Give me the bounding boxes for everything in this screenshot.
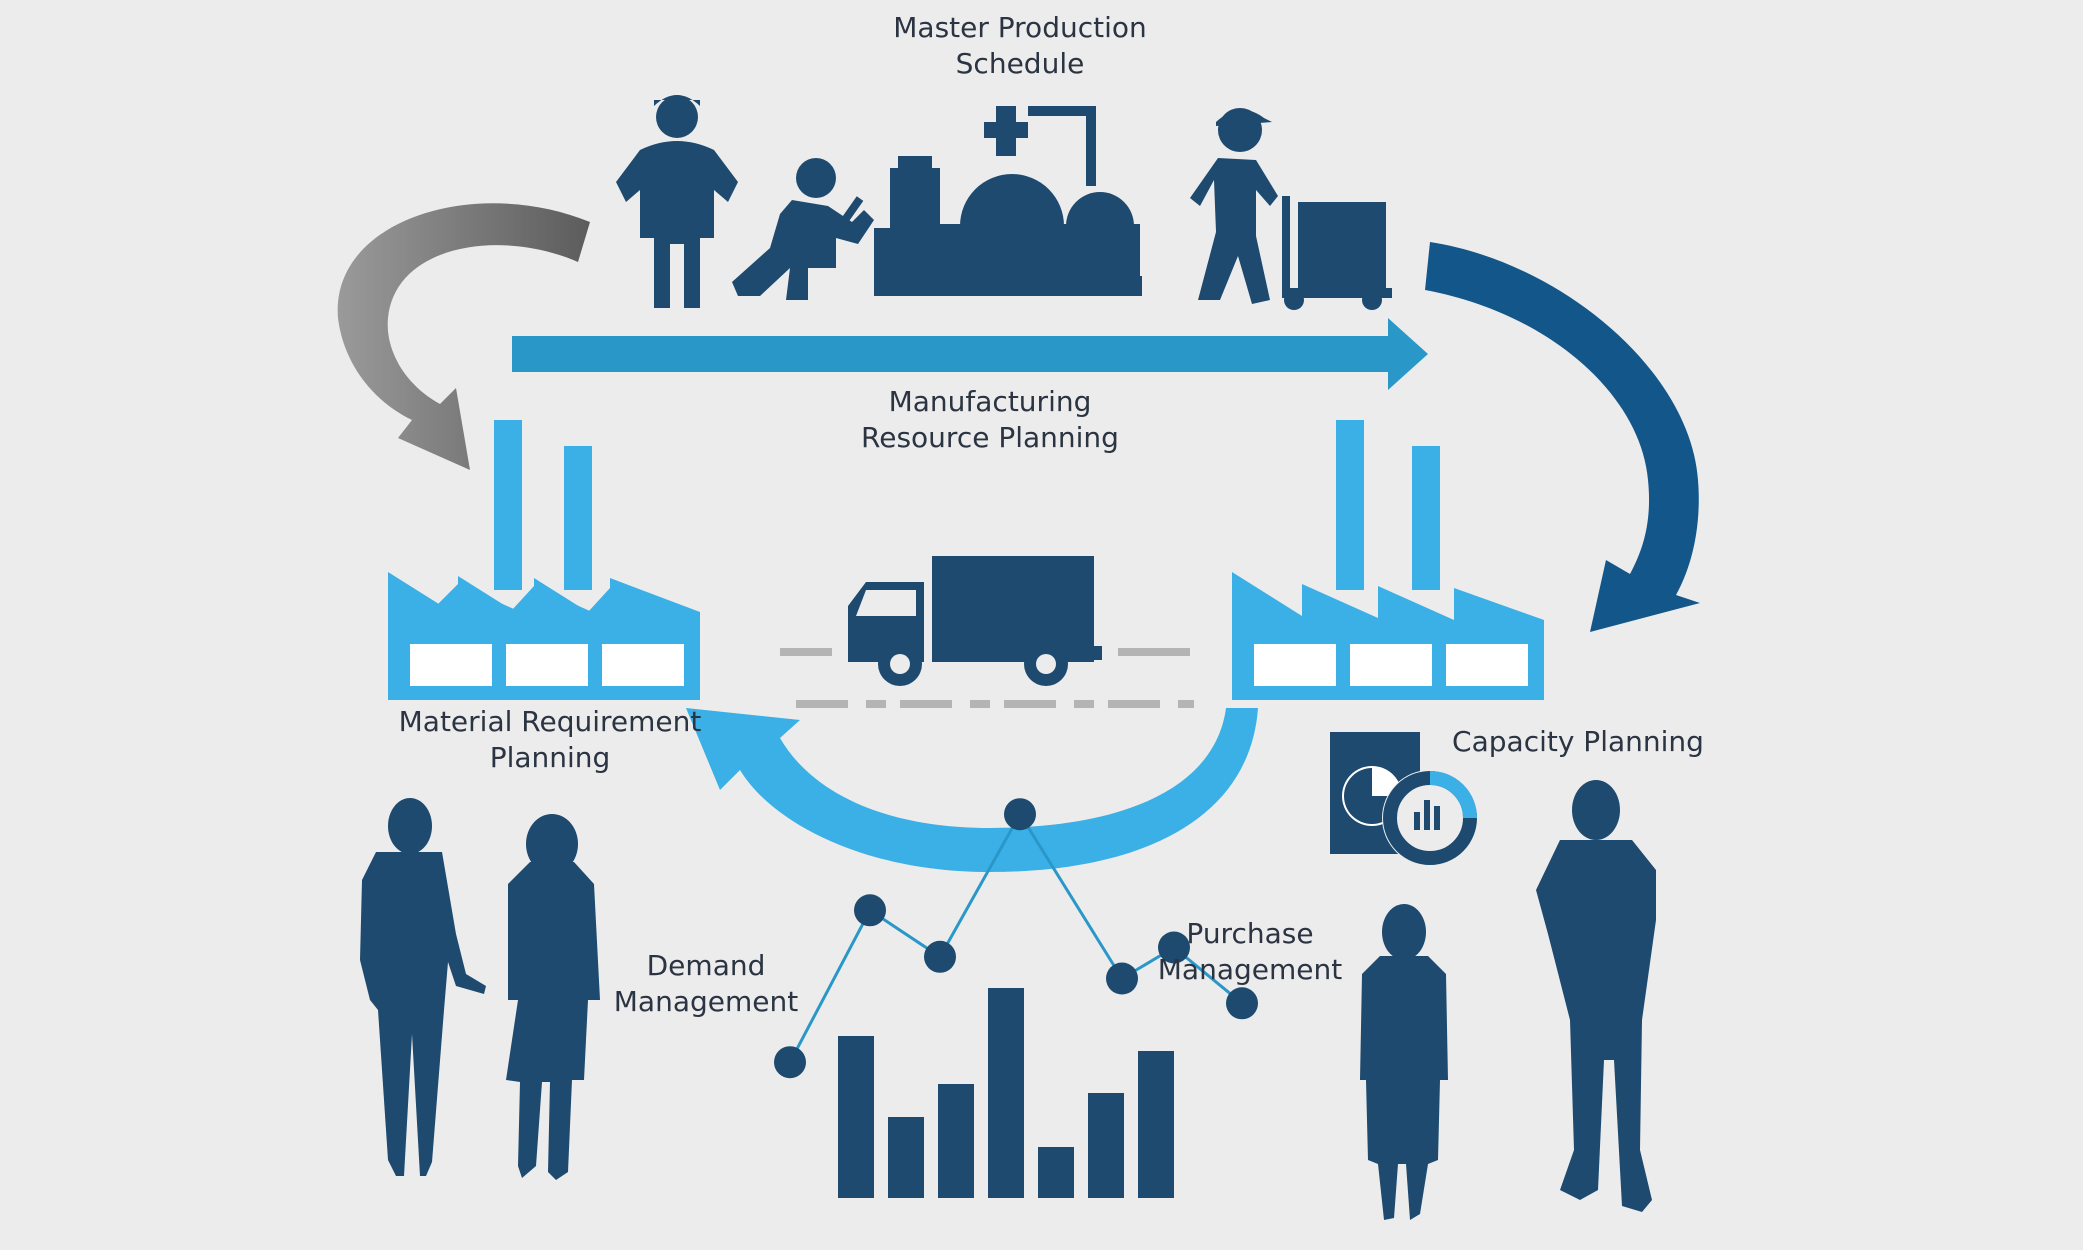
factory-icon-right <box>1232 420 1544 700</box>
combo-chart-icon <box>774 798 1258 1198</box>
capacity-planning-line-1: Capacity Planning <box>1452 725 1704 758</box>
chart-point <box>1004 798 1036 831</box>
capacity-planning-label: Capacity Planning <box>1448 724 1708 760</box>
manufacturing-resource-line-2: Resource Planning <box>861 421 1119 454</box>
navy-cycle-arrow <box>1425 242 1700 632</box>
purchase-management-label: Purchase Management <box>1140 916 1360 988</box>
purchase-management-line-1: Purchase <box>1186 917 1314 950</box>
chart-point <box>924 940 956 973</box>
chart-bar <box>988 988 1024 1198</box>
road-dashes <box>780 648 1194 708</box>
material-requirement-line-1: Material Requirement <box>398 705 702 738</box>
engineer-icon <box>616 95 738 308</box>
chart-point <box>1226 987 1258 1020</box>
kneeling-mechanic-icon <box>732 158 874 300</box>
businesswoman-icon <box>1360 904 1448 1220</box>
businessman-icon <box>360 798 486 1176</box>
manufacturing-resource-line-1: Manufacturing <box>888 385 1092 418</box>
machinery-gears-icon <box>874 106 1142 296</box>
chart-point <box>774 1046 806 1079</box>
purchase-management-line-2: Management <box>1157 953 1343 986</box>
master-production-schedule-label: Master Production Schedule <box>870 10 1170 82</box>
manufacturing-resource-planning-label: Manufacturing Resource Planning <box>840 384 1140 456</box>
chart-bar <box>1088 1093 1124 1198</box>
material-requirement-planning-label: Material Requirement Planning <box>390 704 710 776</box>
chart-bar <box>838 1036 874 1198</box>
demand-management-line-1: Demand <box>646 949 766 982</box>
chart-bar <box>1138 1051 1174 1198</box>
worker-pushing-cart-icon <box>1190 108 1392 310</box>
delivery-truck-icon <box>848 556 1102 686</box>
chart-bar <box>938 1084 974 1198</box>
material-requirement-line-2: Planning <box>489 741 611 774</box>
factory-icon-left <box>388 420 700 700</box>
chart-point <box>1106 962 1138 995</box>
chart-bar <box>888 1117 924 1198</box>
demand-management-line-2: Management <box>613 985 799 1018</box>
chart-point <box>854 894 886 927</box>
master-production-line-2: Schedule <box>955 47 1085 80</box>
light-blue-return-arrow <box>686 708 1258 872</box>
master-production-line-1: Master Production <box>893 11 1147 44</box>
businessman-icon <box>1536 780 1656 1212</box>
mrp-forward-arrow <box>512 318 1428 390</box>
chart-bar <box>1038 1147 1074 1198</box>
businesswoman-icon <box>506 814 600 1180</box>
capacity-gauge-icon <box>1330 732 1478 866</box>
gray-cycle-arrow <box>337 203 590 470</box>
demand-management-label: Demand Management <box>596 948 816 1020</box>
chart-point <box>1158 931 1190 964</box>
